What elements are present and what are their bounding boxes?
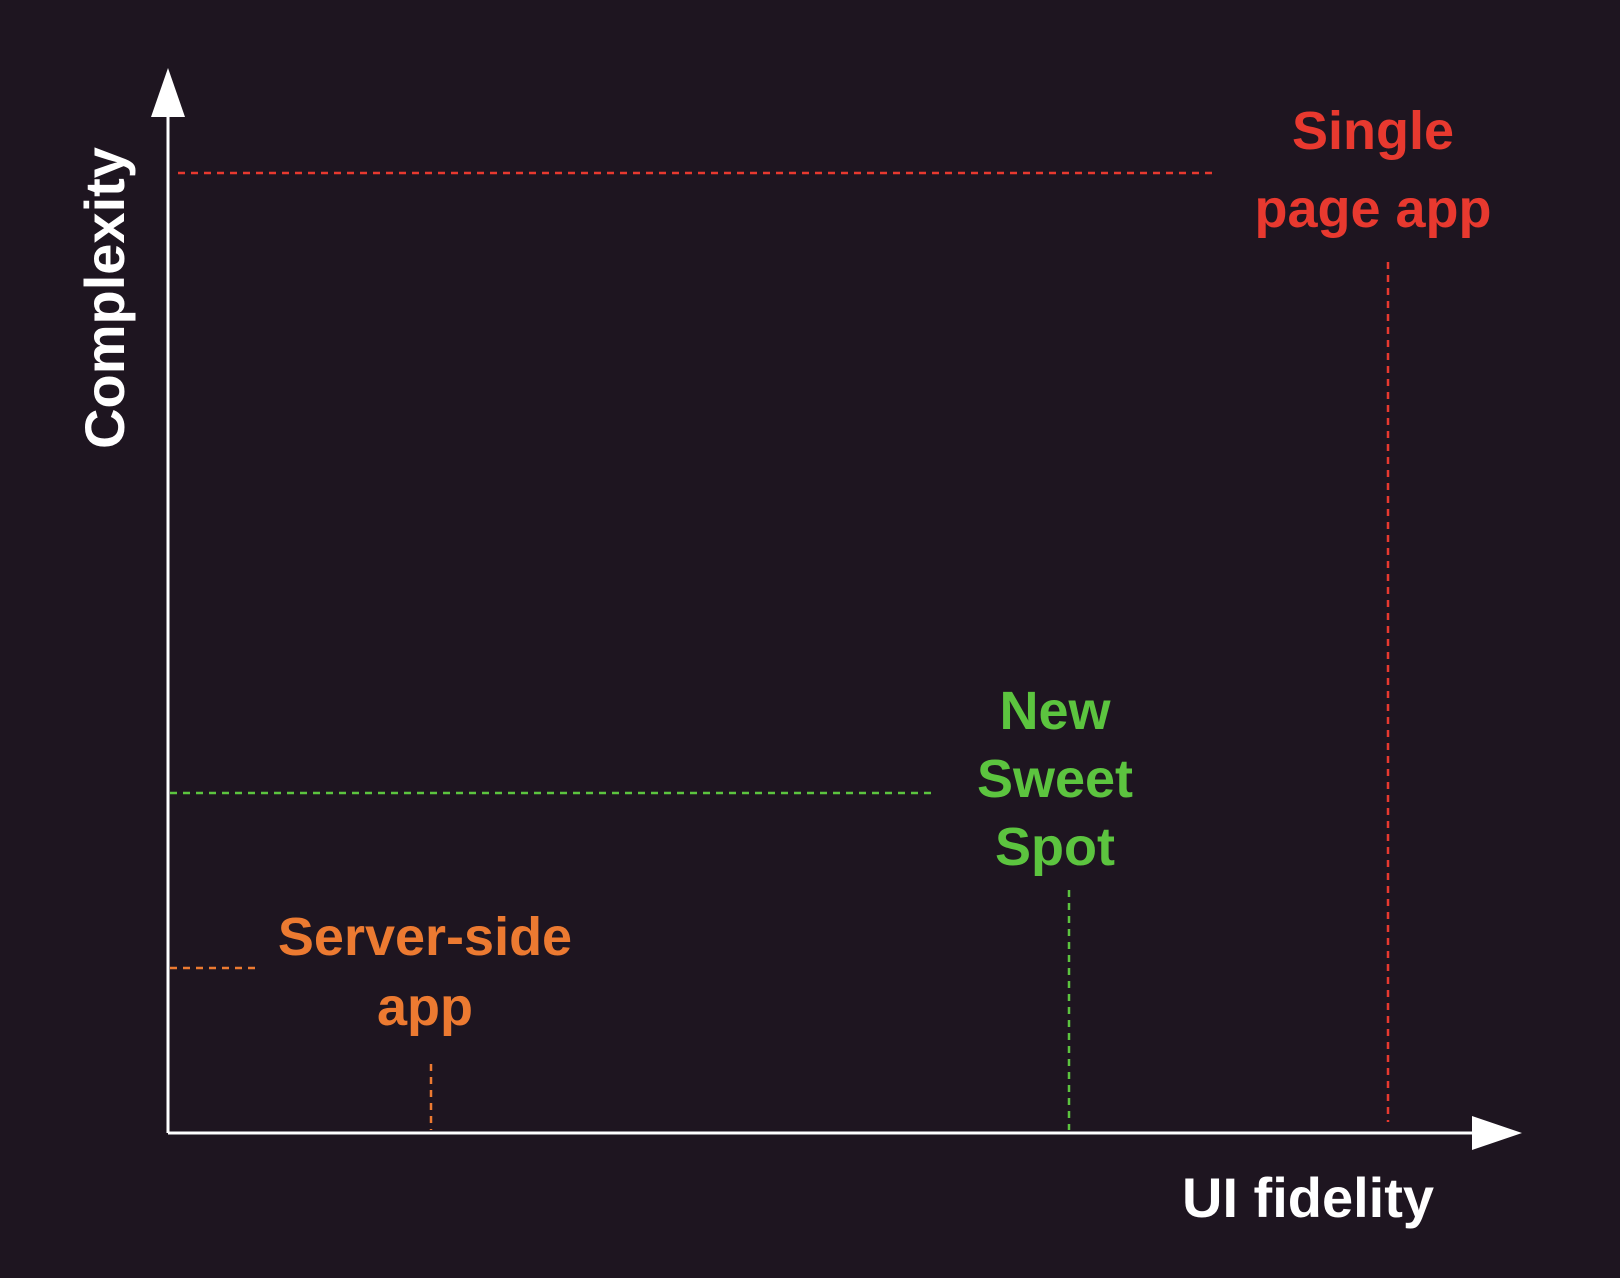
sweet-spot-line-1: New bbox=[999, 681, 1111, 741]
single-page-app-label: Single page app bbox=[1254, 104, 1491, 236]
single-page-app-line-2: page app bbox=[1254, 179, 1492, 239]
y-axis-label: Complexity bbox=[73, 147, 136, 449]
server-side-line-2: app bbox=[376, 977, 473, 1037]
server-side-label: Server-side app bbox=[278, 910, 572, 1034]
sweet-spot-line-2: Sweet bbox=[976, 749, 1134, 809]
y-axis-arrowhead bbox=[151, 68, 185, 117]
x-axis-label: UI fidelity bbox=[1182, 1166, 1435, 1229]
sweet-spot-label: New Sweet Spot bbox=[977, 684, 1133, 874]
x-axis-arrowhead bbox=[1472, 1116, 1522, 1150]
sweet-spot-line-3: Spot bbox=[995, 817, 1115, 877]
server-side-line-1: Server-side bbox=[277, 907, 573, 967]
single-page-app-line-1: Single bbox=[1291, 101, 1455, 161]
